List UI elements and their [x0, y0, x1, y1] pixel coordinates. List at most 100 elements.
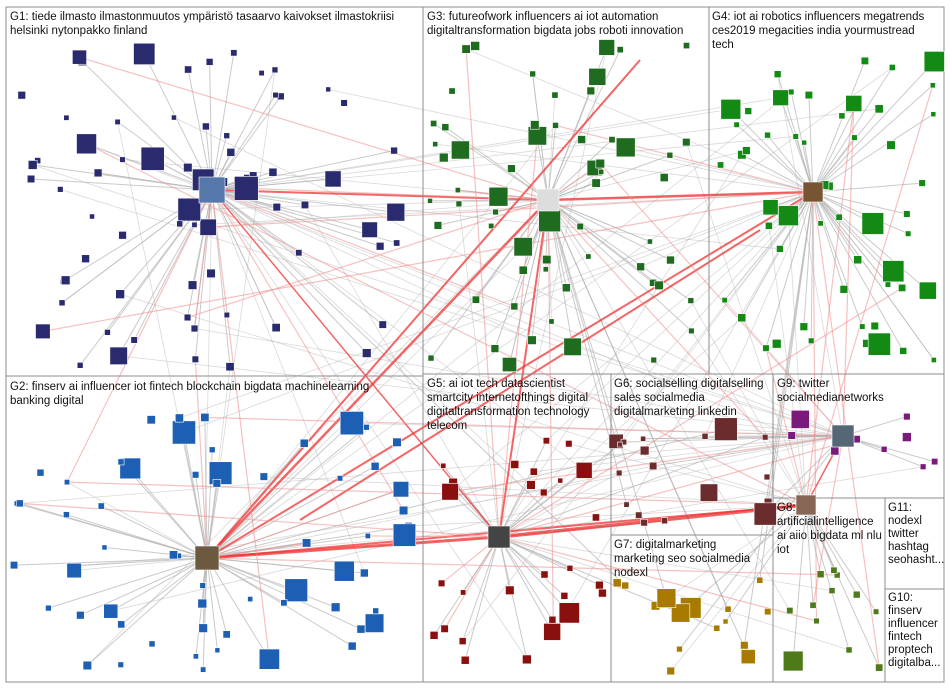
edge-medium: [547, 199, 766, 438]
edge: [547, 199, 692, 332]
edge: [183, 191, 814, 433]
graph-node: [756, 576, 764, 584]
graph-node: [518, 265, 528, 275]
graph-node: [764, 131, 771, 139]
graph-node: [903, 412, 911, 421]
graph-node: [460, 589, 467, 596]
graph-node: [66, 562, 82, 579]
group-title-g11: G11: nodexl twitter hashtag seohasht...: [888, 502, 944, 566]
graph-node: [666, 151, 674, 159]
edge: [547, 150, 747, 201]
graph-node: [576, 222, 584, 231]
graph-node: [804, 90, 813, 100]
graph-node: [588, 67, 607, 86]
graph-node: [577, 135, 586, 144]
graph-node: [271, 323, 281, 333]
graph-node: [575, 462, 593, 479]
graph-node: [225, 362, 235, 372]
edge-medium: [206, 557, 838, 576]
graph-node: [198, 623, 208, 633]
graph-node: [199, 218, 217, 236]
edge: [204, 417, 208, 559]
graph-node: [617, 441, 623, 448]
edge-medium: [465, 49, 500, 538]
graph-node: [830, 446, 840, 456]
edge: [211, 97, 781, 191]
edge: [211, 108, 731, 191]
edge: [655, 504, 807, 607]
edge: [741, 154, 814, 193]
graph-node: [118, 231, 127, 240]
edge: [211, 189, 533, 341]
graph-node: [903, 210, 911, 218]
graph-node: [592, 513, 600, 522]
graph-node: [654, 280, 664, 290]
edge: [498, 154, 743, 538]
graph-node: [795, 494, 817, 516]
graph-node: [787, 88, 795, 96]
edge: [805, 504, 850, 651]
graph-node: [688, 327, 695, 335]
edge-strong: [547, 190, 814, 202]
edge: [498, 536, 553, 633]
graph-node: [778, 205, 799, 226]
graph-node: [432, 141, 439, 148]
edge: [462, 536, 500, 642]
graph-node: [551, 91, 559, 99]
graph-node: [386, 202, 406, 222]
graph-node: [440, 462, 447, 469]
edge: [87, 557, 208, 666]
graph-node: [199, 582, 206, 589]
graph-node: [566, 564, 574, 572]
graph-node: [192, 653, 199, 660]
edge: [498, 472, 620, 538]
graph-node: [682, 138, 691, 147]
graph-node: [455, 200, 463, 208]
graph-node: [507, 164, 516, 173]
edge-medium: [187, 199, 549, 319]
graph-node: [429, 630, 439, 640]
graph-node: [169, 550, 178, 560]
graph-node: [247, 596, 254, 603]
edge: [805, 504, 822, 575]
graph-node: [392, 437, 402, 447]
graph-node: [792, 133, 799, 140]
graph-node: [372, 607, 379, 615]
edge: [805, 504, 835, 571]
graph-node: [765, 221, 773, 230]
edge: [730, 108, 814, 193]
graph-node: [608, 136, 616, 144]
graph-node: [295, 249, 303, 257]
graph-node: [701, 432, 709, 440]
graph-node: [656, 588, 677, 608]
graph-node: [190, 324, 199, 333]
graph-node: [133, 42, 156, 65]
edge: [80, 557, 208, 616]
graph-node: [930, 111, 937, 118]
edge: [812, 182, 923, 193]
edge: [74, 557, 208, 571]
graph-node: [918, 281, 937, 300]
edge: [498, 440, 547, 538]
graph-node: [427, 354, 435, 362]
edge-medium: [367, 535, 500, 538]
edge: [206, 426, 367, 559]
graph-node: [430, 120, 438, 127]
edge: [736, 124, 814, 193]
edge: [812, 191, 859, 261]
graph-node: [886, 140, 896, 150]
graph-node: [762, 199, 779, 216]
graph-node: [490, 344, 500, 353]
graph-node: [740, 649, 756, 665]
edge: [812, 60, 866, 193]
graph-node: [280, 599, 288, 607]
edge: [179, 191, 814, 419]
edge: [812, 104, 858, 193]
graph-node: [200, 666, 207, 673]
edge: [433, 536, 500, 636]
graph-node: [441, 483, 459, 501]
graph-node: [761, 434, 769, 441]
graph-node: [586, 86, 596, 96]
graph-node: [859, 323, 866, 330]
edge: [32, 164, 844, 437]
